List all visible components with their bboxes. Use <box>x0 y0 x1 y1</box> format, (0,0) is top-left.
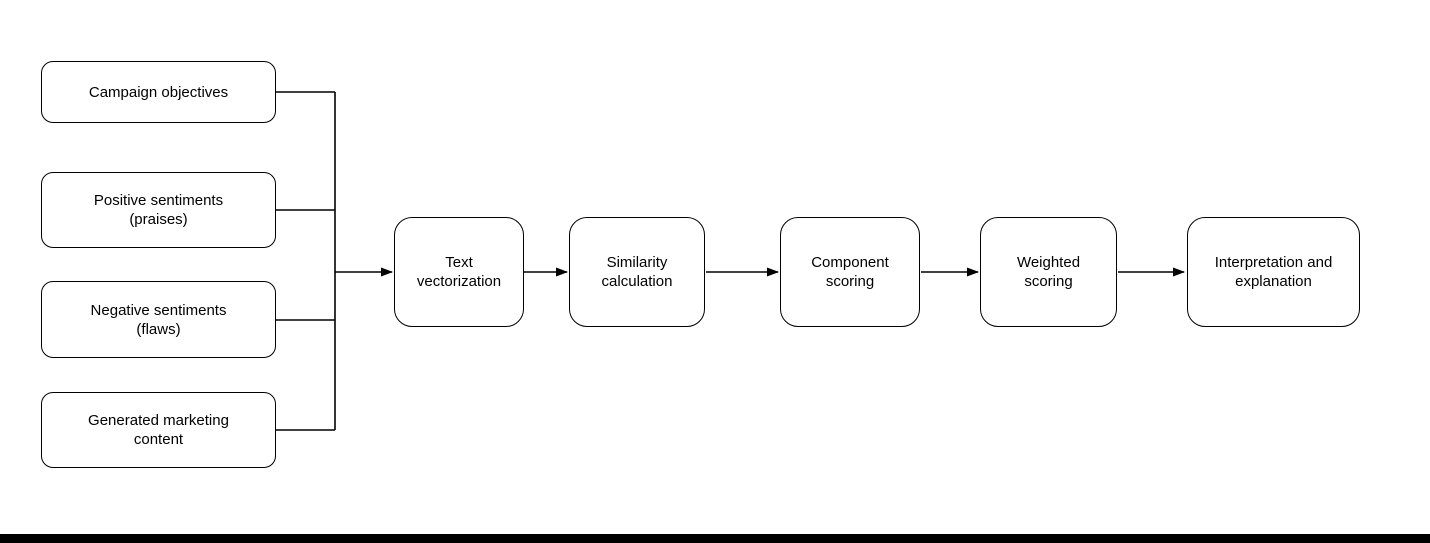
node-label: Interpretation and explanation <box>1214 254 1333 290</box>
node-campaign-objectives: Campaign objectives <box>41 61 276 123</box>
node-text-vectorization: Text vectorization <box>394 217 524 327</box>
node-label: Weighted scoring <box>1016 254 1081 290</box>
node-label: Component scoring <box>811 254 889 290</box>
node-interpretation-explanation: Interpretation and explanation <box>1187 217 1360 327</box>
node-weighted-scoring: Weighted scoring <box>980 217 1117 327</box>
bottom-border-bar <box>0 534 1430 543</box>
node-negative-sentiments: Negative sentiments (flaws) <box>41 281 276 358</box>
node-label: Text vectorization <box>416 254 502 290</box>
node-label: Similarity calculation <box>601 254 673 290</box>
node-label: Negative sentiments (flaws) <box>90 301 227 338</box>
node-similarity-calculation: Similarity calculation <box>569 217 705 327</box>
node-label: Campaign objectives <box>88 83 229 101</box>
node-label: Positive sentiments (praises) <box>93 192 224 228</box>
node-generated-marketing-content: Generated marketing content <box>41 392 276 468</box>
node-component-scoring: Component scoring <box>780 217 920 327</box>
node-positive-sentiments: Positive sentiments (praises) <box>41 172 276 248</box>
node-label: Generated marketing content <box>88 412 229 448</box>
